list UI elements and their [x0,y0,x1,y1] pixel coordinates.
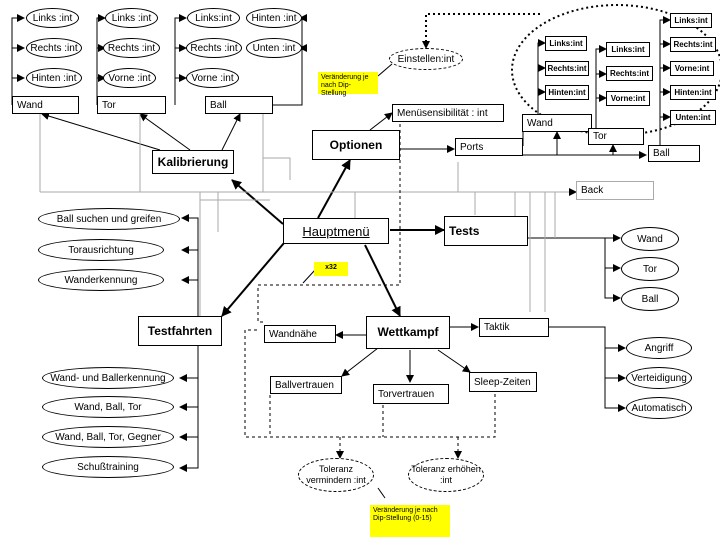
hauptmenue-box[interactable]: Hauptmenü [283,218,389,244]
r-ball-unten-box: Unten:int [670,110,716,125]
wand-ballerkennung-oval: Wand- und Ballerkennung [42,367,174,389]
kalibrierung-box[interactable]: Kalibrierung [152,150,234,174]
wand-links-oval: Links :int [26,8,79,28]
taktik-box[interactable]: Taktik [479,318,549,337]
ball-suchen-oval: Ball suchen und greifen [38,208,180,230]
ball-rechts-oval: Rechts :int [186,38,242,58]
tests-box[interactable]: Tests [444,216,528,246]
schusstraining-oval: Schußtraining [42,456,174,478]
testfahrten-box[interactable]: Testfahrten [138,316,222,346]
tor-rechts-oval: Rechts :int [103,38,160,58]
ball-unten-oval: Unten :int [246,38,302,58]
tor-links-oval: Links :int [105,8,158,28]
kal-wand-box: Wand [12,96,79,114]
r-tor-vorne-box: Vorne:int [606,91,650,106]
r-wand-hinten-box: Hinten:int [545,85,589,100]
tests-ball-oval: Ball [621,287,679,311]
r-wand-box: Wand [522,114,592,132]
ports-box: Ports [455,138,523,156]
r-ball-hinten-box: Hinten:int [670,85,716,100]
sleep-zeiten-box: Sleep-Zeiten [469,372,537,392]
r-ball-rechts-box: Rechts:int [670,37,716,52]
x32-note: x32 [314,262,348,276]
angriff-oval: Angriff [626,337,692,359]
ball-hinten-oval: Hinten :int [246,8,302,28]
wand-rechts-oval: Rechts :int [26,38,82,58]
r-tor-box: Tor [588,128,644,145]
r-wand-rechts-box: Rechts:int [545,61,589,76]
r-ball-vorne-box: Vorne:int [670,61,714,76]
r-wand-links-box: Links:int [545,36,587,51]
einstellen-oval: Einstellen:int [389,48,463,70]
wand-ball-tor-oval: Wand, Ball, Tor [42,396,174,418]
toleranz-vermindern-oval: Toleranz vermindern :int [298,458,374,492]
tor-vorne-oval: Vorne :int [103,68,156,88]
r-tor-links-box: Links:int [606,42,650,57]
wandnaehe-box: Wandnähe [264,325,336,343]
back-box[interactable]: Back [576,181,654,200]
ballvertrauen-box: Ballvertrauen [270,376,342,394]
wanderkennung-oval: Wanderkennung [38,269,164,291]
ball-vorne-oval: Vorne :int [186,68,239,88]
kal-ball-box: Ball [205,96,273,114]
wand-hinten-oval: Hinten :int [26,68,82,88]
torvertrauen-box: Torvertrauen [373,384,449,404]
torausrichtung-oval: Torausrichtung [38,239,164,261]
ports-ball-box: Ball [648,145,700,162]
toleranz-erhoehen-oval: Toleranz erhöhen :int [408,458,484,492]
verteidigung-oval: Verteidigung [626,367,692,389]
automatisch-oval: Automatisch [626,397,692,419]
wettkampf-box[interactable]: Wettkampf [366,316,450,349]
kal-tor-box: Tor [97,96,166,114]
wand-ball-tor-gegner-oval: Wand, Ball, Tor, Gegner [42,426,174,448]
optionen-box[interactable]: Optionen [312,130,400,160]
tests-wand-oval: Wand [621,227,679,251]
menuesensibilitaet-box: Menüsensibilität : int [392,104,504,122]
dip-note-top: Veränderung je nach Dip-Stellung [318,72,378,97]
dip-note-bottom: Veränderung je nach Dip-Stellung (0-15) [370,505,450,537]
ball-links-oval: Links:int [187,8,240,28]
tests-tor-oval: Tor [621,257,679,281]
r-tor-rechts-box: Rechts:int [606,66,653,81]
r-ball-links-box: Links:int [670,13,712,28]
